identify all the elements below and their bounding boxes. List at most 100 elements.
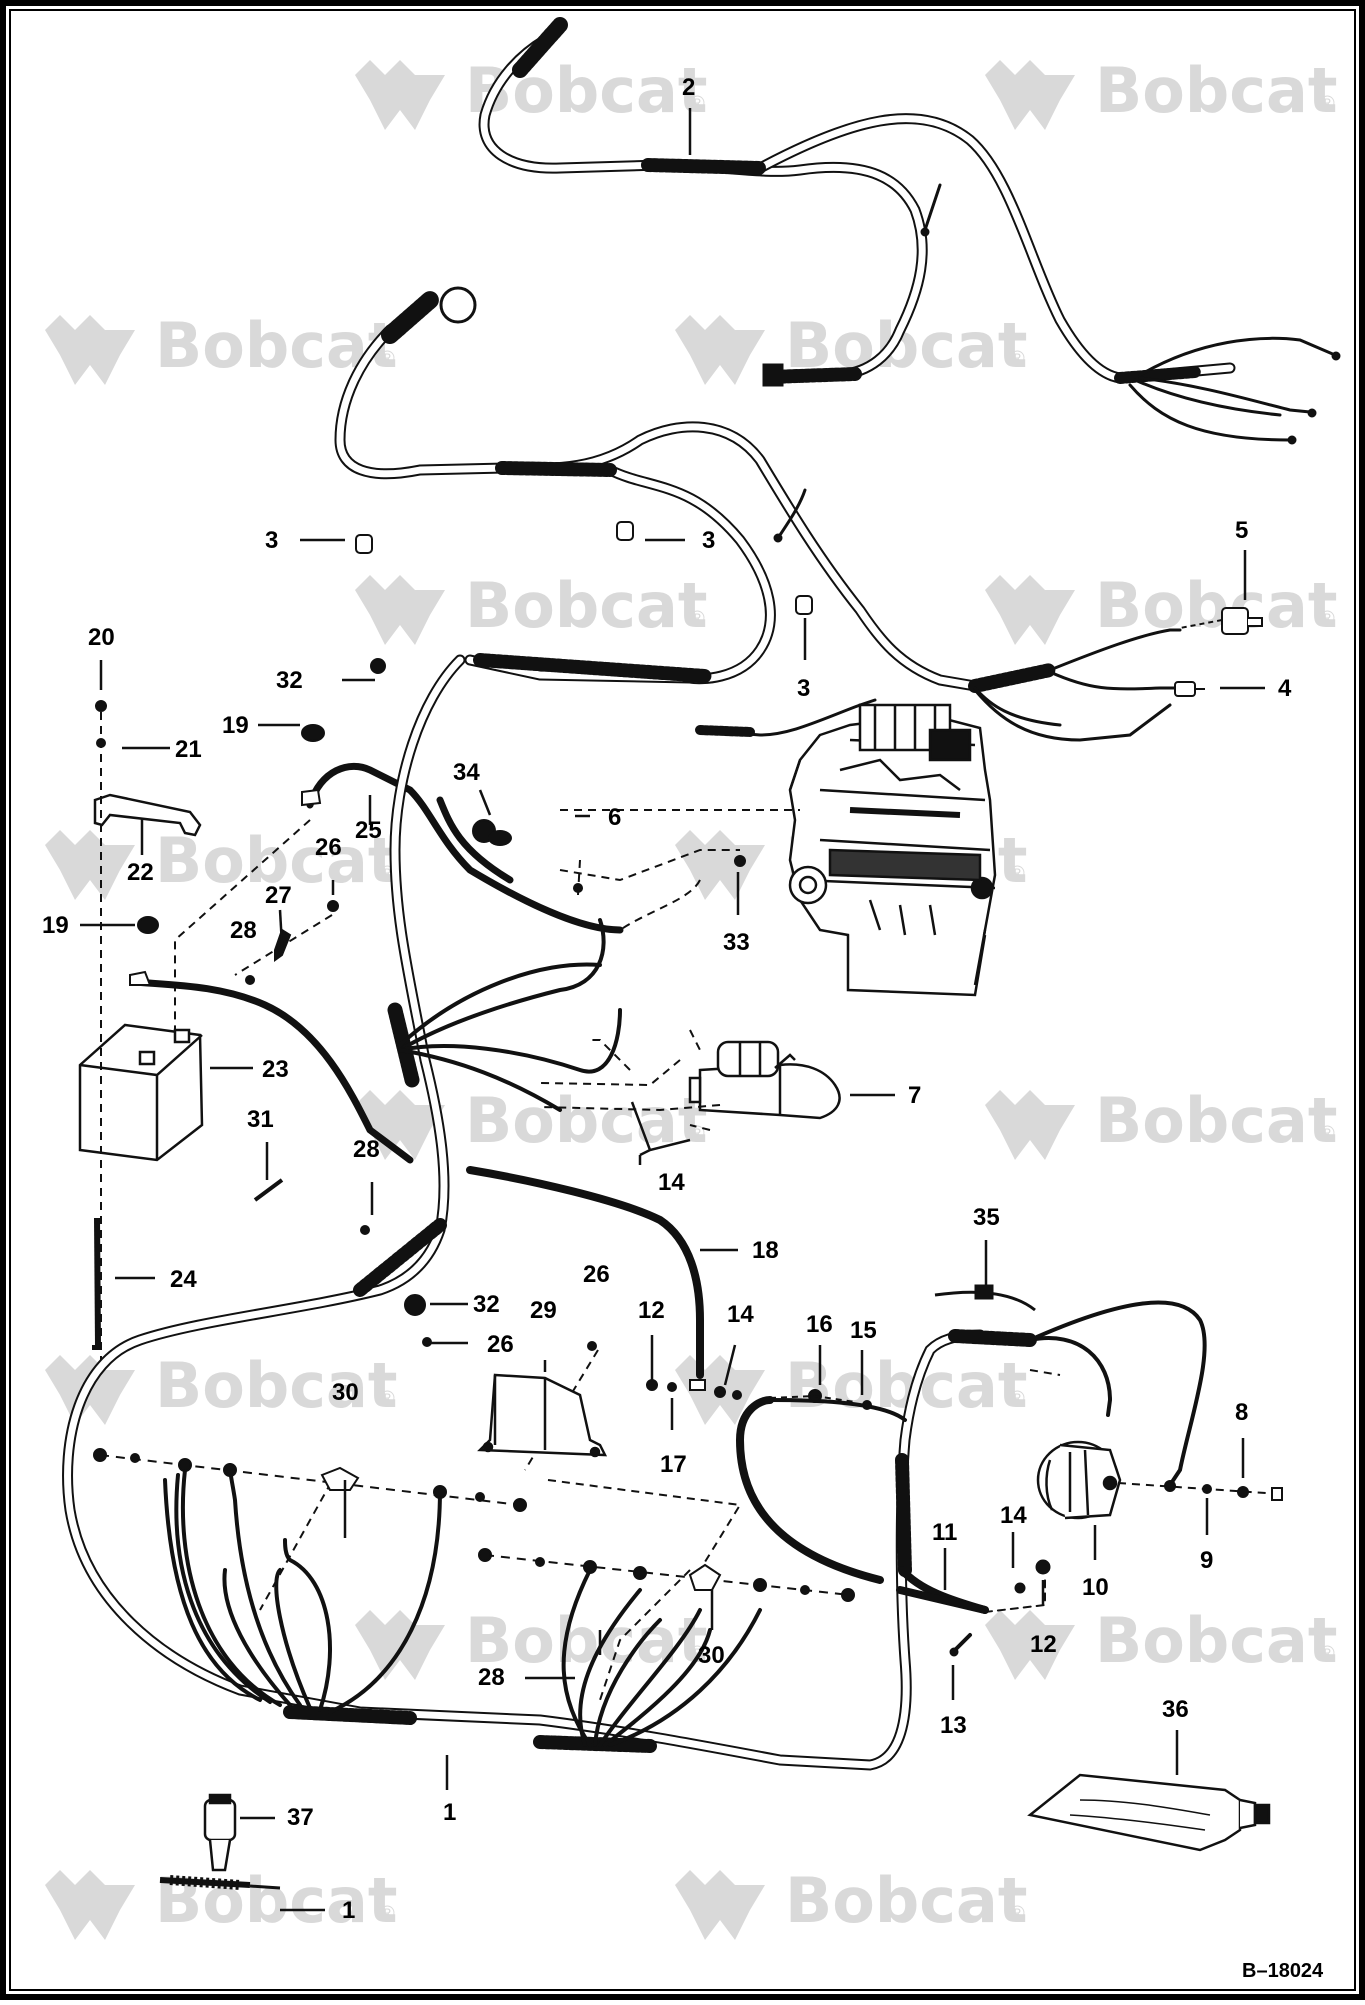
callout-8: 8 bbox=[1235, 1399, 1248, 1426]
callout-17: 17 bbox=[660, 1451, 687, 1478]
bobcat-logo-icon bbox=[355, 575, 445, 645]
callout-22: 22 bbox=[127, 859, 154, 886]
tie-31 bbox=[253, 1178, 284, 1202]
watermark-text: Bobcat bbox=[465, 1604, 707, 1677]
tie-35 bbox=[934, 1284, 1036, 1312]
callout-3-left: 3 bbox=[265, 527, 278, 554]
watermark-text: Bobcat bbox=[1095, 1604, 1337, 1677]
watermark: Bobcat® bbox=[45, 1349, 397, 1425]
watermark-mark: ® bbox=[380, 1388, 395, 1410]
watermark-text: Bobcat bbox=[1095, 1084, 1337, 1157]
harness-2 bbox=[478, 17, 1341, 445]
callout-37: 37 bbox=[287, 1804, 314, 1831]
callout-30-right: 30 bbox=[698, 1642, 725, 1669]
callout-16: 16 bbox=[806, 1311, 833, 1338]
watermark-mark: ® bbox=[1320, 608, 1335, 630]
callout-10: 10 bbox=[1082, 1574, 1109, 1601]
callout-23: 23 bbox=[262, 1056, 289, 1083]
callout-14-relay: 14 bbox=[727, 1301, 754, 1328]
callout-6: 6 bbox=[608, 804, 621, 831]
callout-27: 27 bbox=[265, 882, 292, 909]
watermark: Bobcat® bbox=[985, 569, 1337, 645]
callout-28-upper: 28 bbox=[230, 917, 257, 944]
connector-37 bbox=[159, 1793, 281, 1890]
sender-4 bbox=[1174, 681, 1205, 697]
callout-19-upper: 19 bbox=[222, 712, 249, 739]
callout-5: 5 bbox=[1235, 517, 1248, 544]
callout-26-upper: 26 bbox=[315, 834, 342, 861]
callout-2: 2 bbox=[682, 74, 695, 101]
ground-rail-left bbox=[93, 1448, 527, 1512]
watermark-mark: ® bbox=[380, 1903, 395, 1925]
watermark-mark: ® bbox=[1010, 1903, 1025, 1925]
watermark-mark: ® bbox=[1320, 93, 1335, 115]
terminals-19 bbox=[129, 724, 325, 986]
grommets-3 bbox=[355, 521, 813, 615]
callout-14-alt: 14 bbox=[1000, 1502, 1027, 1529]
watermark: Bobcat® bbox=[985, 1084, 1337, 1160]
callout-25: 25 bbox=[355, 817, 382, 844]
callout-19-lower: 19 bbox=[42, 912, 69, 939]
callout-26-mid: 26 bbox=[583, 1261, 610, 1288]
watermark-text: Bobcat bbox=[465, 569, 707, 642]
fasteners-8-9 bbox=[1117, 1480, 1283, 1501]
o-ring-part bbox=[439, 286, 477, 324]
bracket-22 bbox=[93, 793, 202, 837]
alternator-10 bbox=[1036, 1440, 1122, 1520]
watermark: Bobcat® bbox=[985, 1604, 1337, 1680]
callout-labels: 1 1 2 3 3 3 4 5 6 7 8 9 10 11 12 12 13 1… bbox=[42, 74, 1292, 1924]
bracket-29 bbox=[477, 1373, 608, 1458]
sensor-5 bbox=[1179, 607, 1263, 635]
bobcat-logo-icon bbox=[45, 830, 135, 900]
callout-12-top: 12 bbox=[638, 1297, 665, 1324]
callout-28-mid: 28 bbox=[353, 1136, 380, 1163]
bobcat-logo-icon bbox=[45, 315, 135, 385]
callout-24: 24 bbox=[170, 1266, 197, 1293]
callout-13: 13 bbox=[940, 1712, 967, 1739]
inner-frame bbox=[9, 9, 1356, 1991]
callout-29: 29 bbox=[530, 1297, 557, 1324]
watermark-mark: ® bbox=[1010, 348, 1025, 370]
callout-14-upper: 14 bbox=[658, 1169, 685, 1196]
callout-35: 35 bbox=[973, 1204, 1000, 1231]
bobcat-logo-icon bbox=[675, 315, 765, 385]
callout-9: 9 bbox=[1200, 1547, 1213, 1574]
bobcat-logo-icon bbox=[985, 60, 1075, 130]
drawing-id: B–18024 bbox=[1242, 1960, 1324, 1982]
watermark: Bobcat® bbox=[985, 54, 1337, 130]
dashed-leaders bbox=[100, 712, 1061, 1701]
harness-main-upper bbox=[334, 291, 1182, 742]
bobcat-logo-icon bbox=[355, 1090, 445, 1160]
callout-12-right: 12 bbox=[1030, 1631, 1057, 1658]
watermark: Bobcat® bbox=[355, 569, 707, 645]
battery-23 bbox=[78, 1023, 204, 1162]
bobcat-logo-icon bbox=[675, 1870, 765, 1940]
callout-21: 21 bbox=[175, 736, 202, 763]
callout-leaders bbox=[80, 108, 1265, 1912]
watermark-text: Bobcat bbox=[465, 54, 707, 127]
grease-tube-36 bbox=[1027, 1773, 1271, 1852]
callout-3-mid: 3 bbox=[702, 527, 715, 554]
relay-group bbox=[646, 1379, 872, 1410]
callout-1-detail: 1 bbox=[342, 1897, 355, 1924]
callout-31: 31 bbox=[247, 1106, 274, 1133]
watermark: Bobcat® bbox=[675, 1864, 1027, 1940]
watermark-text: Bobcat bbox=[155, 1864, 397, 1937]
callout-26-lower: 26 bbox=[487, 1331, 514, 1358]
watermark: Bobcat® bbox=[355, 1604, 707, 1680]
watermark: Bobcat® bbox=[355, 54, 707, 130]
watermark-mark: ® bbox=[1320, 1643, 1335, 1665]
watermark-text: Bobcat bbox=[465, 1084, 707, 1157]
harness-main-lower bbox=[62, 654, 1207, 1771]
watermark-text: Bobcat bbox=[155, 1349, 397, 1422]
watermark: Bobcat® bbox=[45, 1864, 397, 1940]
callout-36: 36 bbox=[1162, 1696, 1189, 1723]
ground-rail-mid bbox=[478, 1548, 855, 1602]
watermark-mark: ® bbox=[380, 348, 395, 370]
watermark-mark: ® bbox=[690, 93, 705, 115]
callout-1: 1 bbox=[443, 1799, 456, 1826]
cable-11 bbox=[896, 1559, 1051, 1657]
callout-18: 18 bbox=[752, 1237, 779, 1264]
